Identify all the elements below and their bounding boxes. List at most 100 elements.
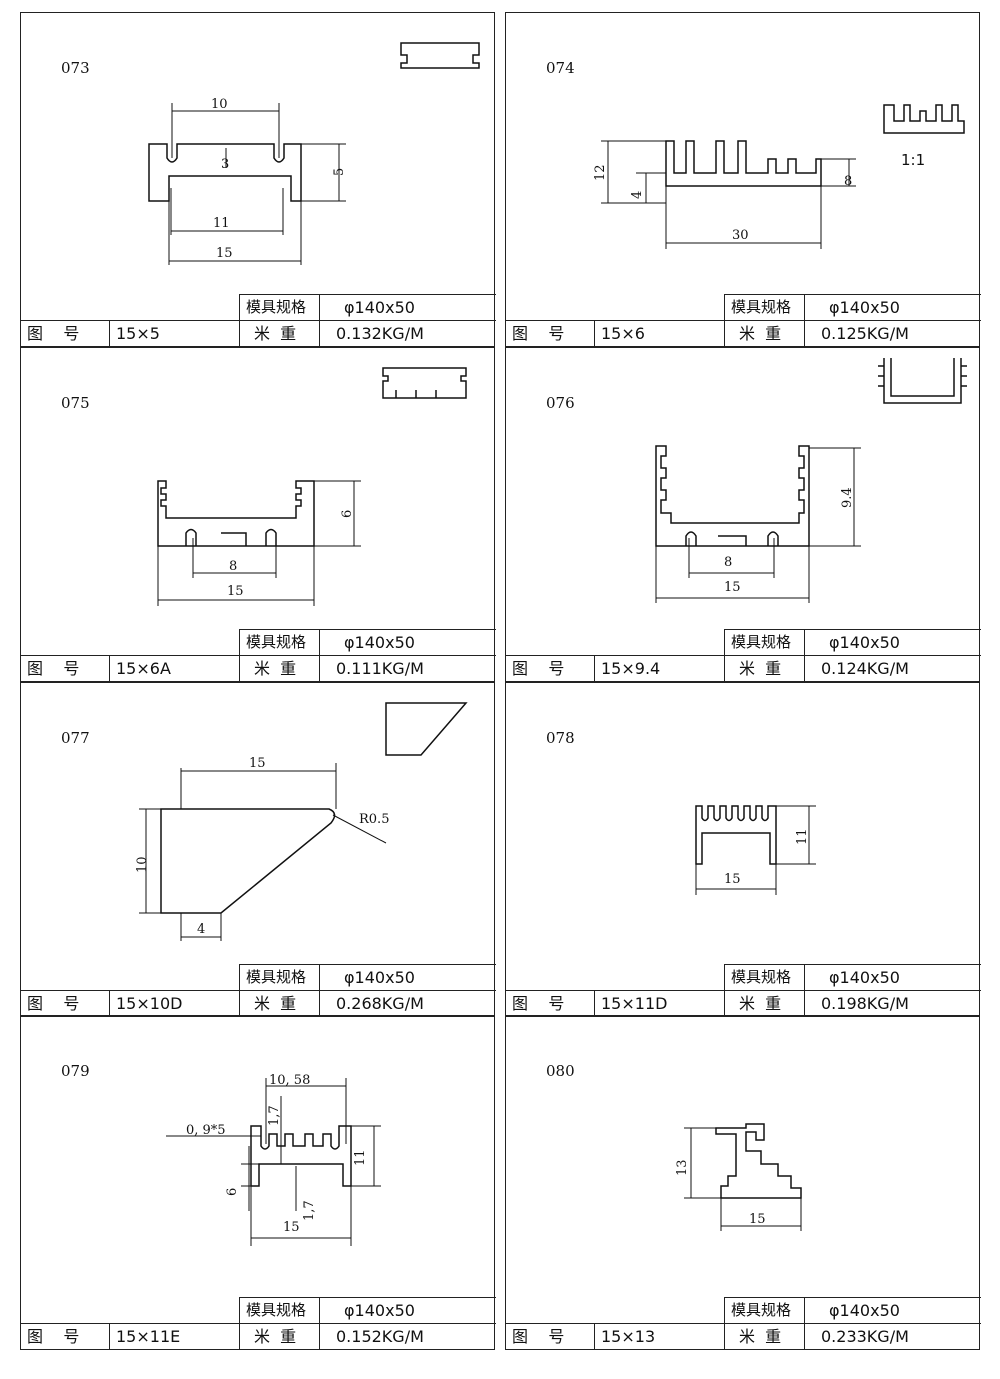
- weight-value: 0.198KG/M: [804, 990, 981, 1016]
- die-spec-value: φ140x50: [804, 964, 981, 990]
- drawing-no-label: 图 号: [21, 320, 109, 346]
- die-spec-value: φ140x50: [319, 964, 496, 990]
- profile-id: 076: [546, 394, 575, 412]
- spec-table: 模具规格 φ140x50 图 号 15×11E 米 重 0.152KG/M: [21, 1297, 496, 1349]
- spec-table: 模具规格 φ140x50 图 号 15×11D 米 重 0.198KG/M: [506, 964, 981, 1016]
- dimension-label: 8: [724, 555, 732, 570]
- weight-label: 米 重: [724, 655, 804, 681]
- dimension-label: 10, 58: [269, 1073, 310, 1088]
- dimension-label: 1,7: [302, 1200, 317, 1221]
- dimension-label: 30: [732, 228, 749, 243]
- drawing-no-label: 图 号: [506, 1323, 594, 1349]
- weight-value: 0.111KG/M: [319, 655, 496, 681]
- model-value: 15×11E: [109, 1323, 239, 1349]
- weight-value: 0.132KG/M: [319, 320, 496, 346]
- dimension-label: 13: [675, 1159, 690, 1176]
- model-value: 15×6A: [109, 655, 239, 681]
- weight-label: 米 重: [239, 655, 319, 681]
- spec-table: 模具规格 φ140x50 图 号 15×9.4 米 重 0.124KG/M: [506, 629, 981, 681]
- dimension-label: 15: [216, 246, 233, 261]
- dimension-label: 11: [213, 216, 230, 231]
- scale-label: 1:1: [901, 151, 925, 169]
- spec-table: 模具规格 φ140x50 图 号 15×13 米 重 0.233KG/M: [506, 1297, 981, 1349]
- model-value: 15×10D: [109, 990, 239, 1016]
- weight-value: 0.268KG/M: [319, 990, 496, 1016]
- dimension-label: 6: [340, 510, 355, 518]
- weight-label: 米 重: [239, 1323, 319, 1349]
- profile-id: 074: [546, 59, 575, 77]
- profile-id: 078: [546, 729, 575, 747]
- weight-value: 0.124KG/M: [804, 655, 981, 681]
- dimension-label: 15: [249, 756, 266, 771]
- weight-label: 米 重: [239, 320, 319, 346]
- drawing-no-label: 图 号: [506, 655, 594, 681]
- profile-id: 079: [61, 1062, 90, 1080]
- weight-value: 0.233KG/M: [804, 1323, 981, 1349]
- dimension-label: R0.5: [359, 812, 389, 827]
- die-spec-value: φ140x50: [319, 629, 496, 655]
- model-value: 15×5: [109, 320, 239, 346]
- model-value: 15×13: [594, 1323, 724, 1349]
- drawing-no-label: 图 号: [506, 990, 594, 1016]
- profile-panel: 9.4 8 15 076 模具规格 φ140x50 图 号 15×9.4 米 重 0…: [505, 347, 981, 682]
- profile-drawing: 11 15: [695, 805, 816, 895]
- die-spec-label: 模具规格: [239, 294, 319, 320]
- profile-id: 080: [546, 1062, 575, 1080]
- die-spec-label: 模具规格: [724, 1297, 804, 1323]
- dimension-label: 11: [353, 1149, 368, 1166]
- dimension-label: 8: [844, 174, 852, 189]
- weight-label: 米 重: [724, 1323, 804, 1349]
- model-value: 15×9.4: [594, 655, 724, 681]
- spec-table: 模具规格 φ140x50 图 号 15×6A 米 重 0.111KG/M: [21, 629, 496, 681]
- spec-table: 模具规格 φ140x50 图 号 15×10D 米 重 0.268KG/M: [21, 964, 496, 1016]
- model-value: 15×11D: [594, 990, 724, 1016]
- drawing-no-label: 图 号: [21, 655, 109, 681]
- die-spec-label: 模具规格: [724, 629, 804, 655]
- die-spec-label: 模具规格: [239, 629, 319, 655]
- weight-value: 0.125KG/M: [804, 320, 981, 346]
- die-spec-label: 模具规格: [239, 1297, 319, 1323]
- dimension-label: 15: [724, 872, 741, 887]
- profile-id: 075: [61, 394, 90, 412]
- weight-label: 米 重: [724, 320, 804, 346]
- dimension-label: 15: [283, 1220, 300, 1235]
- die-spec-value: φ140x50: [804, 294, 981, 320]
- profile-panel: 11 15 078 模具规格 φ140x50 图 号 15×11D 米 重 0.1…: [505, 682, 981, 1017]
- dimension-label: 11: [795, 828, 810, 845]
- dimension-label: 10: [211, 97, 228, 112]
- profile-panel: 6 8 15 075 模具规格 φ140x50 图 号 15×6A 米 重 0.11…: [20, 347, 496, 682]
- dimension-label: 8: [229, 559, 237, 574]
- dimension-label: 9.4: [840, 487, 855, 508]
- dimension-label: 3: [221, 157, 229, 172]
- dimension-label: 10: [135, 856, 150, 873]
- dimension-label: 5: [332, 168, 347, 176]
- spec-table: 模具规格 φ140x50 图 号 15×6 米 重 0.125KG/M: [506, 294, 981, 346]
- profile-drawing: 6 8 15: [157, 367, 467, 606]
- drawing-no-label: 图 号: [21, 990, 109, 1016]
- profile-id: 077: [61, 729, 90, 747]
- die-spec-label: 模具规格: [724, 964, 804, 990]
- die-spec-value: φ140x50: [319, 1297, 496, 1323]
- die-spec-value: φ140x50: [319, 294, 496, 320]
- dimension-label: 15: [227, 584, 244, 599]
- spec-table: 模具规格 φ140x50 图 号 15×5 米 重 0.132KG/M: [21, 294, 496, 346]
- profile-drawing: 10 3 5 11 15: [148, 42, 480, 265]
- dimension-label: 1,7: [267, 1105, 282, 1126]
- drawing-no-label: 图 号: [21, 1323, 109, 1349]
- dimension-label: 15: [724, 580, 741, 595]
- weight-label: 米 重: [724, 990, 804, 1016]
- die-spec-label: 模具规格: [724, 294, 804, 320]
- model-value: 15×6: [594, 320, 724, 346]
- die-spec-label: 模具规格: [239, 964, 319, 990]
- dimension-label: 12: [593, 164, 608, 181]
